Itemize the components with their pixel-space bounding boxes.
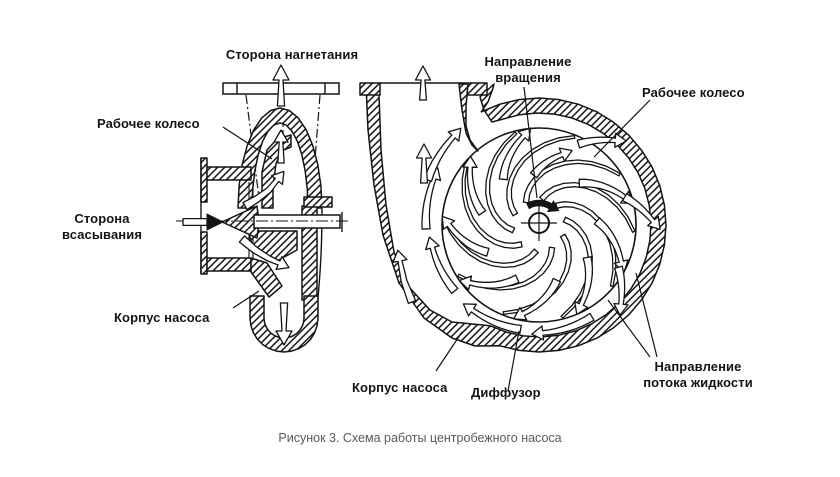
flow-direction-arrow xyxy=(423,127,462,183)
curved-flow-arrow-lower xyxy=(238,235,290,271)
label-suction-side: Сторона всасывания xyxy=(61,211,143,242)
outlet-flow-arrow-inner xyxy=(415,143,433,184)
flow-direction-arrow xyxy=(462,155,487,216)
impeller-blade xyxy=(502,233,572,316)
suction-flange-lower-bar xyxy=(206,257,252,272)
bearing-bracket xyxy=(303,196,333,208)
label-leader-line xyxy=(232,290,260,309)
flow-direction-arrow xyxy=(425,236,459,295)
label-leader-line xyxy=(222,126,273,160)
label-rotation-direction: Направление вращения xyxy=(484,54,572,85)
hub-center-mark xyxy=(521,205,557,241)
casing-bottom-loop xyxy=(249,295,319,353)
label-leader-line xyxy=(435,331,463,372)
flow-direction-arrow xyxy=(576,132,627,149)
label-flow-direction: Направление потока жидкости xyxy=(643,359,753,390)
flow-direction-arrow xyxy=(529,147,573,179)
figure-caption: Рисунок 3. Схема работы центробежного на… xyxy=(278,431,562,445)
impeller-blade xyxy=(522,159,622,204)
flow-direction-arrow xyxy=(531,312,595,341)
flow-direction-arrow xyxy=(441,215,490,257)
label-leader-line xyxy=(593,99,651,158)
impeller-shroud-section xyxy=(261,134,292,209)
label-discharge-side: Сторона нагнетания xyxy=(225,47,359,62)
impeller-blade xyxy=(485,130,518,234)
flow-direction-arrow xyxy=(593,217,629,273)
suction-flow-arrow-head xyxy=(206,213,225,231)
volute-tongue-section xyxy=(458,83,479,152)
suction-flange-upper-bar xyxy=(206,166,252,181)
flange-bolt-marks xyxy=(236,83,326,94)
flow-direction-arrow xyxy=(613,265,629,316)
label-impeller-left: Рабочее колесо xyxy=(97,116,200,131)
leader-lines xyxy=(222,86,658,392)
flow-direction-arrow xyxy=(462,303,522,334)
suction-flange-upper-vertical xyxy=(200,157,208,203)
flow-direction-arrow xyxy=(621,193,661,231)
label-diffuser: Диффузор xyxy=(471,385,541,400)
suction-flange-lower-vertical xyxy=(200,231,208,275)
impeller-blade xyxy=(456,246,556,291)
impeller-blade xyxy=(506,134,576,217)
suction-flow-arrow-shaft xyxy=(182,217,208,227)
loop-down-flow-arrow xyxy=(275,302,293,346)
label-pump-casing-left: Корпус насоса xyxy=(114,310,210,325)
impeller-tip-circle xyxy=(441,127,637,323)
label-leader-line xyxy=(635,272,658,358)
left-pump-cross-section xyxy=(176,64,348,353)
label-leader-line xyxy=(523,86,538,199)
flow-direction-arrow xyxy=(574,255,594,316)
impeller-blade xyxy=(442,216,540,269)
label-leader-line xyxy=(607,299,651,358)
impeller-blade xyxy=(538,181,636,234)
outlet-flow-arrow-top xyxy=(414,65,432,101)
right-pump-volute-view xyxy=(359,65,667,353)
inner-up-flow-arrow xyxy=(273,129,289,164)
discharge-flow-arrow xyxy=(272,64,290,107)
label-leader-line xyxy=(507,330,520,392)
impeller-blade xyxy=(560,216,593,320)
volute-channel-arrow xyxy=(392,249,417,305)
curved-flow-arrow-upper xyxy=(242,170,285,211)
outlet-flange-left xyxy=(359,82,381,96)
label-impeller-right: Рабочее колесо xyxy=(642,85,745,100)
casing-step-section xyxy=(250,257,283,298)
flow-direction-arrow xyxy=(513,277,562,321)
flow-direction-arrow xyxy=(498,127,532,181)
rotation-direction-arrow xyxy=(526,199,560,213)
flow-direction-arrow xyxy=(458,274,520,291)
label-pump-casing-right: Корпус насоса xyxy=(352,380,448,395)
